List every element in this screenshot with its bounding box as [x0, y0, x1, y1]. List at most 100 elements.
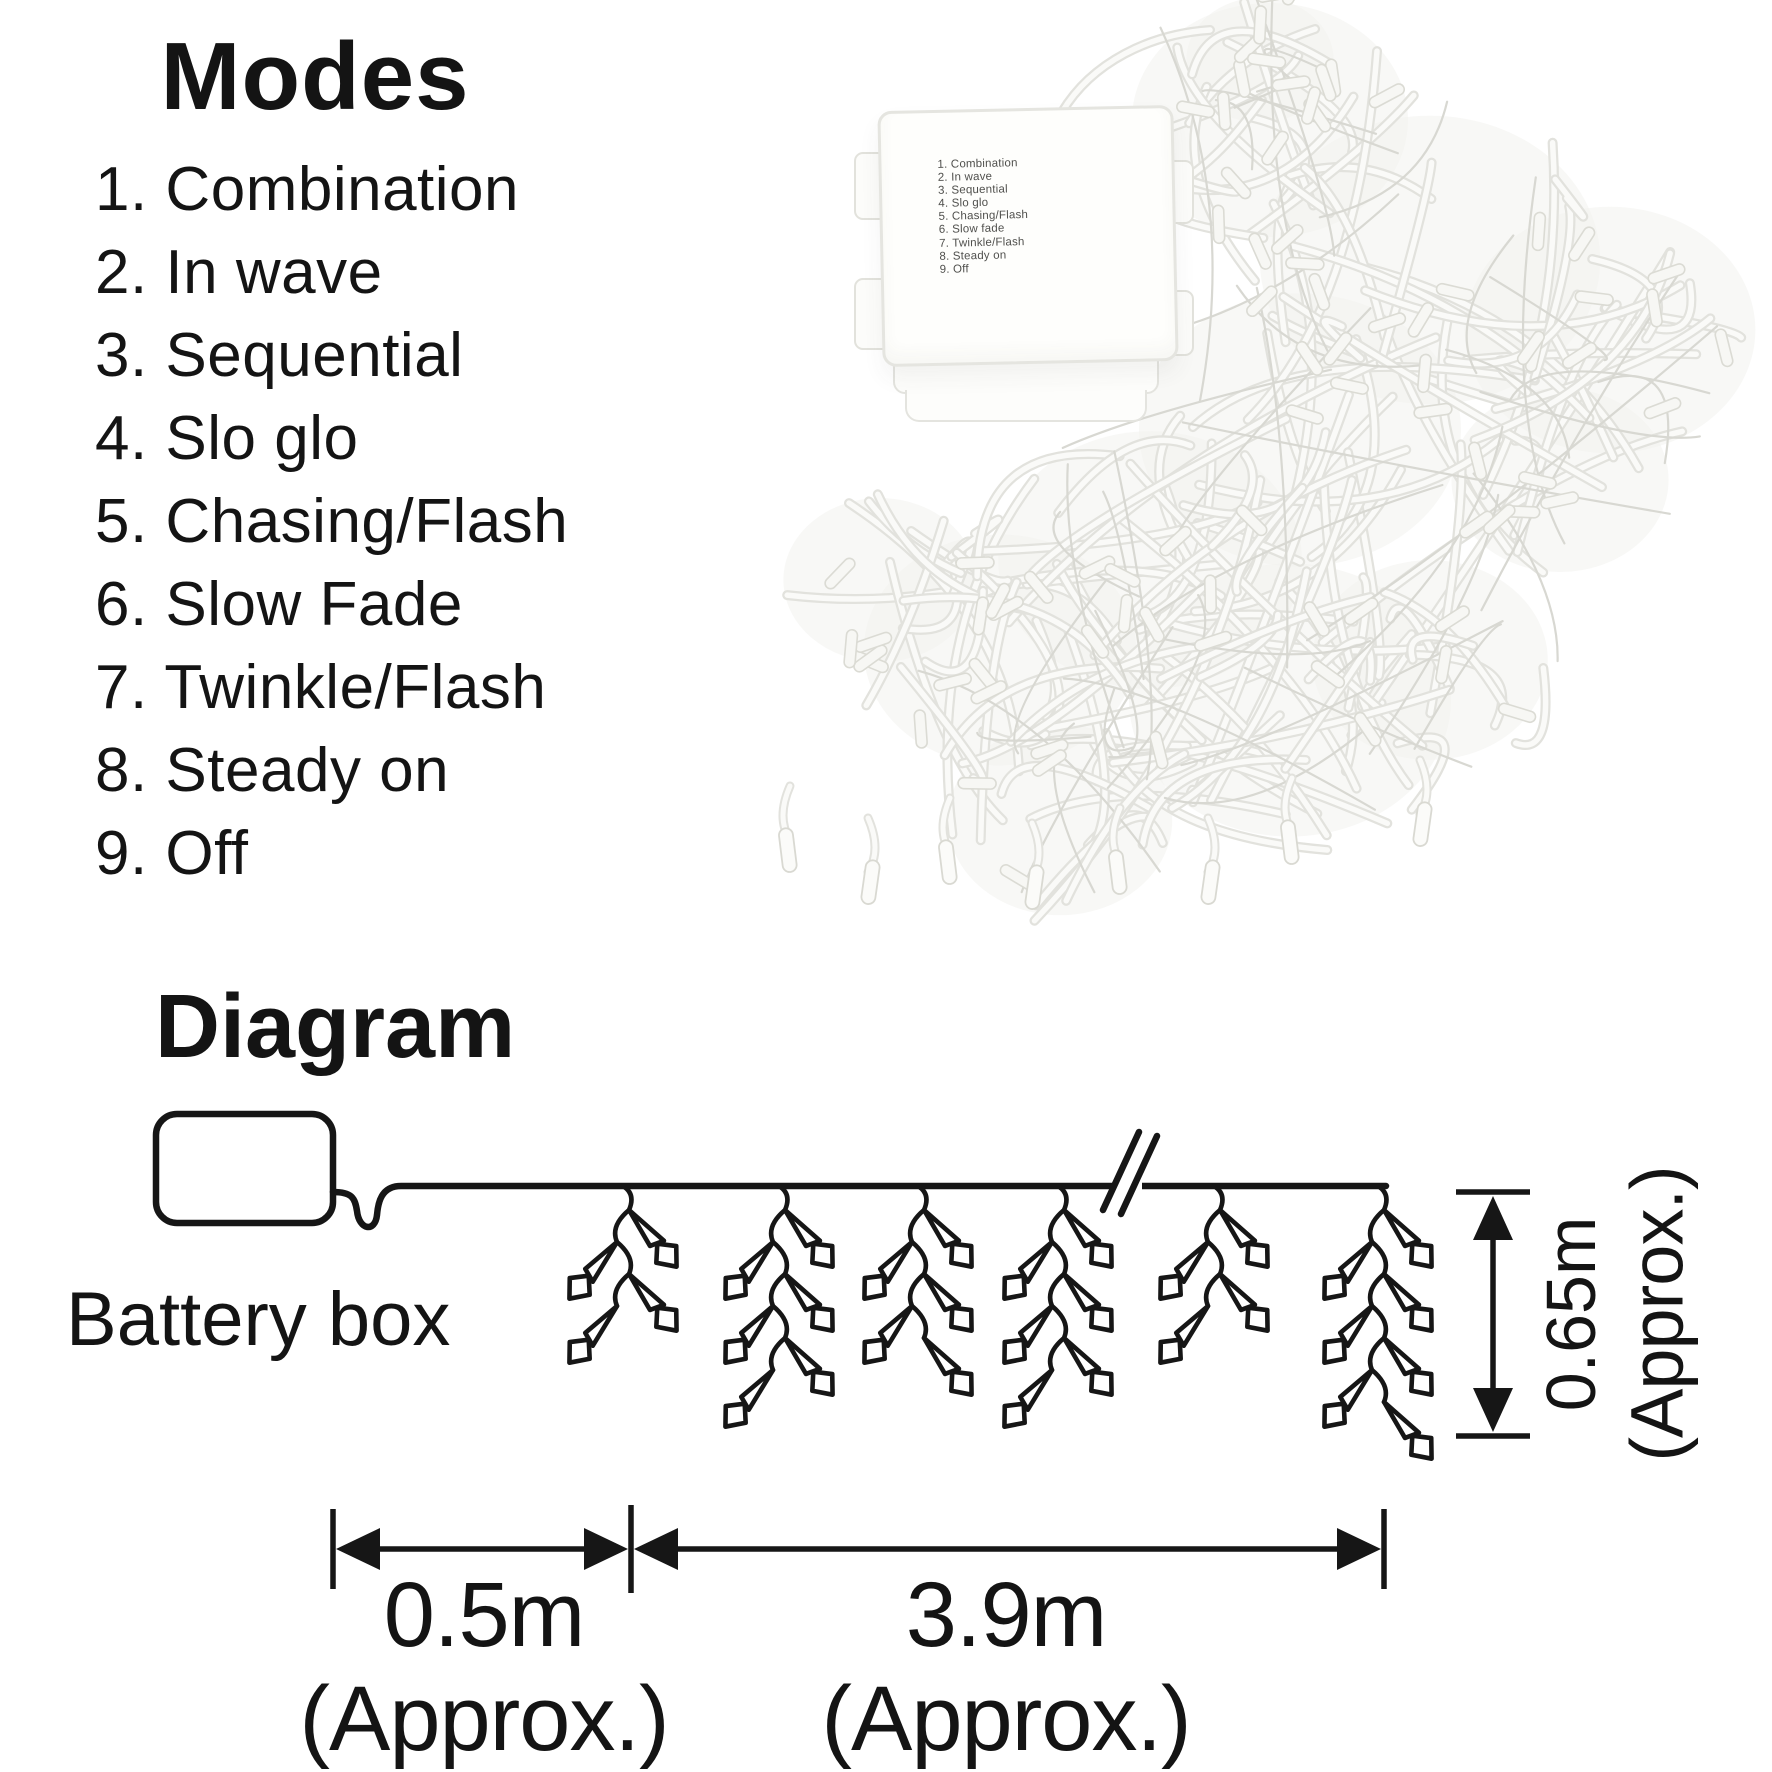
bulb-tip: [1089, 1241, 1114, 1269]
diagram-bulb: [921, 1207, 974, 1269]
wire-strand: [1362, 282, 1684, 329]
wire-break-icon: [1099, 1128, 1161, 1218]
light-bulb: [1407, 302, 1435, 338]
wire-strand: [1233, 484, 1306, 595]
bulb-tip: [567, 1273, 592, 1301]
diagram-bulb: [1381, 1335, 1434, 1397]
light-bulb: [1220, 166, 1252, 200]
light-bulb: [1714, 328, 1734, 368]
diagram-bulb: [1002, 1239, 1055, 1301]
height-dimension-qualifier: (Approx.): [1615, 1166, 1699, 1462]
bulb-tip: [1409, 1241, 1434, 1269]
light-bulb: [1367, 312, 1407, 334]
battery-box-lid: [905, 390, 1147, 422]
light-bulb: [1270, 224, 1304, 255]
wire-strand: [1189, 193, 1400, 326]
wire-strand: [1013, 580, 1107, 755]
drop-strand: [907, 1183, 929, 1341]
mode-item-8: 8. Steady on: [95, 736, 450, 805]
diagram-bulb: [921, 1271, 974, 1333]
diagram-bulb: [1158, 1239, 1211, 1301]
bulb-tip: [949, 1369, 974, 1397]
diagram-bulb: [1061, 1207, 1114, 1269]
bulb-tip: [949, 1305, 974, 1333]
wire-strand: [1439, 317, 1546, 576]
light-bulb: [1459, 510, 1494, 539]
battery-box-printed-modes: 1. Combination 2. In wave 3. Sequential …: [937, 157, 1029, 277]
light-bulb: [970, 680, 1008, 705]
light-bulb: [1253, 5, 1268, 45]
wire-strand: [1327, 425, 1504, 683]
light-bulb: [913, 709, 928, 749]
diagram-bulb: [723, 1367, 776, 1429]
bulb-tip: [810, 1241, 835, 1269]
light-bulb: [1024, 864, 1045, 910]
wire-strand: [1094, 609, 1139, 759]
wire-strand: [1008, 641, 1220, 745]
light-bulb: [1417, 353, 1432, 394]
light-bulb: [1295, 340, 1324, 376]
light-bulb: [1435, 282, 1475, 302]
wire-strand: [1066, 463, 1125, 749]
diagram-bulb: [1061, 1335, 1114, 1397]
light-bulb: [955, 556, 995, 570]
light-tangle: [778, 0, 1756, 926]
wire-strand: [900, 594, 1133, 697]
bulb-tip: [1002, 1401, 1027, 1429]
diagram-bulb: [1322, 1303, 1375, 1365]
light-bulb: [1643, 397, 1682, 420]
wire-strand: [1113, 450, 1153, 781]
wire-strand: [1408, 633, 1476, 663]
wire-strand: [1321, 481, 1412, 788]
light-bulb: [1108, 849, 1128, 895]
light-bulb: [1568, 226, 1596, 262]
wire-strand: [1052, 510, 1141, 598]
wire-strand: [944, 476, 1038, 838]
wire-strand: [1465, 234, 1515, 375]
light-bulb: [1149, 730, 1169, 770]
light-bulb: [1518, 471, 1557, 490]
light-bulb: [1310, 660, 1346, 689]
light-bulb: [1303, 601, 1330, 637]
light-bulb: [860, 859, 881, 905]
diagram-bulb: [626, 1207, 679, 1269]
light-bulb: [1315, 63, 1337, 102]
wire-strand: [1106, 594, 1207, 789]
bulb-tip: [1409, 1433, 1434, 1461]
bulb-tip: [862, 1273, 887, 1301]
light-bulb: [985, 582, 1011, 620]
wire-strand: [1521, 176, 1566, 545]
wire-strand: [974, 451, 1123, 580]
light-bulb: [1646, 288, 1663, 328]
light-bulb: [1023, 570, 1054, 604]
lead-length-value: 0.5m: [383, 1564, 586, 1666]
bulb-tip: [810, 1305, 835, 1333]
wire-strand: [1513, 665, 1549, 748]
bulb-tip: [723, 1401, 748, 1429]
light-bulb: [1200, 859, 1221, 905]
bulb-tip: [1245, 1305, 1270, 1333]
mode-item-2: 2. In wave: [95, 238, 383, 307]
wire-strand: [1288, 243, 1593, 421]
wire-strand: [1509, 370, 1711, 401]
light-bulb: [1261, 130, 1289, 166]
diagram-bulb: [782, 1335, 835, 1397]
wire-strand: [1282, 639, 1373, 772]
light-bulb: [1368, 83, 1406, 109]
wire-strand: [1180, 429, 1329, 518]
light-bulb: [1246, 52, 1287, 69]
diagram-title: Diagram: [155, 977, 516, 1077]
bulb-tip: [1002, 1337, 1027, 1365]
vertical-dimension-line: [1456, 1189, 1530, 1439]
bulb-tip: [949, 1241, 974, 1269]
light-bulb: [972, 596, 990, 636]
box-print-line: 7. Twinkle/Flash: [939, 235, 1025, 250]
diagram-bulb: [862, 1239, 915, 1301]
arrowhead-right-icon: [1337, 1528, 1381, 1570]
wire-strand: [1158, 594, 1374, 682]
diagram-bulb: [1381, 1271, 1434, 1333]
light-bulb: [1329, 376, 1370, 395]
wire-strand: [1103, 686, 1134, 752]
light-bulb: [1271, 75, 1311, 92]
